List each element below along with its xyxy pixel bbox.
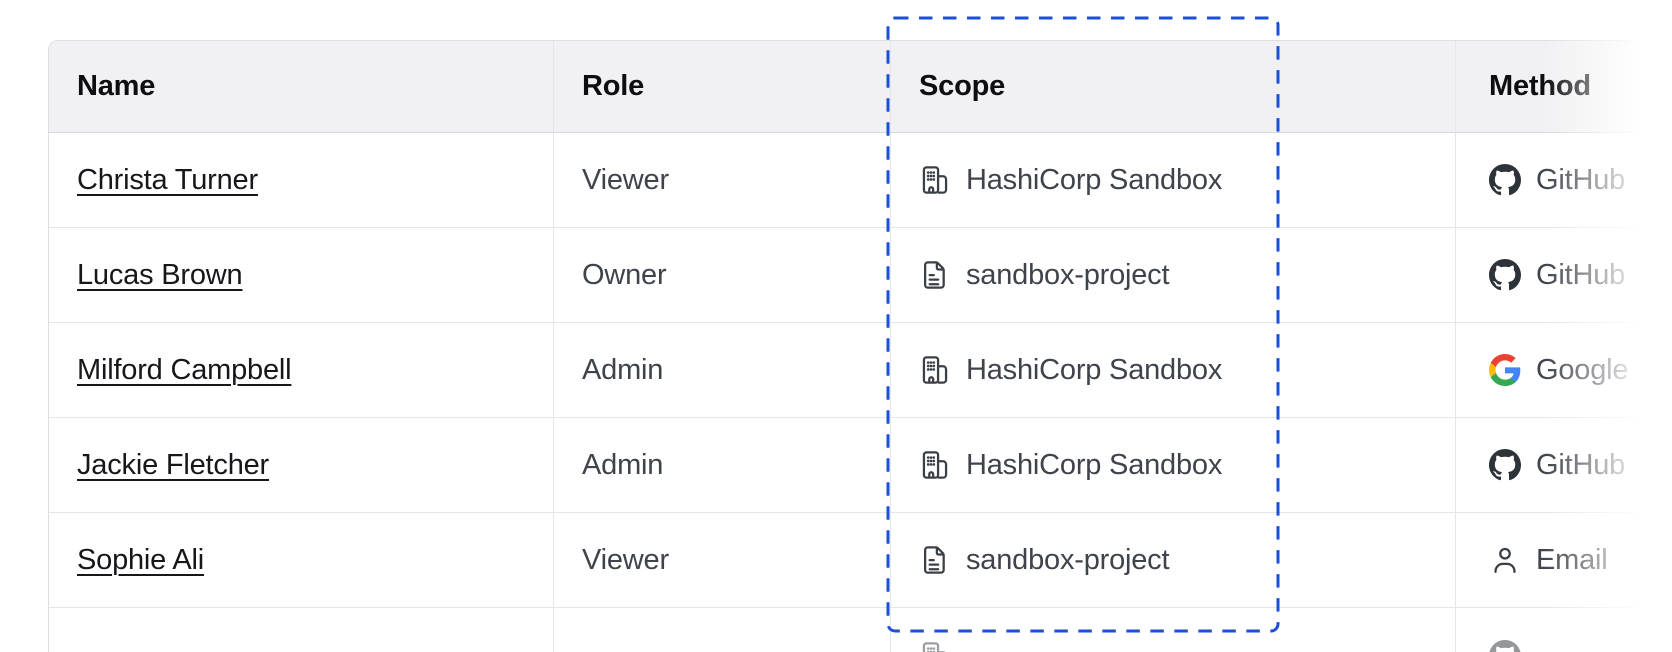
column-header-method: Method [1455, 41, 1672, 132]
table-header-row: Name Role Scope Method [49, 41, 1672, 133]
name-cell [49, 608, 553, 652]
table-row-partial [49, 608, 1672, 652]
scope-cell: HashiCorp Sandbox [890, 323, 1455, 417]
scope-cell: sandbox-project [890, 228, 1455, 322]
method-label: GitHub [1536, 448, 1626, 481]
google-icon [1489, 354, 1521, 386]
method-cell [1455, 608, 1672, 652]
scope-label: HashiCorp Sandbox [966, 163, 1223, 196]
role-text: Owner [582, 258, 667, 291]
role-cell: Admin [553, 418, 890, 512]
organization-icon [919, 640, 951, 652]
role-cell: Viewer [553, 133, 890, 227]
method-cell: Email [1455, 513, 1672, 607]
table-body: Christa Turner Viewer HashiCorp Sandbox … [49, 133, 1672, 652]
users-table: Name Role Scope Method Christa Turner Vi… [48, 40, 1672, 652]
scope-label: sandbox-project [966, 543, 1170, 576]
name-cell: Milford Campbell [49, 323, 553, 417]
method-label: GitHub [1536, 163, 1626, 196]
table-row: Milford Campbell Admin HashiCorp Sandbox… [49, 323, 1672, 418]
table-row: Lucas Brown Owner sandbox-project GitHub [49, 228, 1672, 323]
github-icon [1489, 449, 1521, 481]
github-icon [1489, 639, 1521, 652]
method-label: GitHub [1536, 258, 1626, 291]
role-cell: Admin [553, 323, 890, 417]
role-text: Viewer [582, 543, 669, 576]
role-text: Viewer [582, 163, 669, 196]
person-icon [1489, 544, 1521, 576]
organization-icon [919, 164, 951, 196]
method-label: Google [1536, 353, 1629, 386]
role-cell: Viewer [553, 513, 890, 607]
user-name-link[interactable]: Milford Campbell [77, 353, 292, 386]
user-name-link[interactable]: Christa Turner [77, 163, 258, 196]
name-cell: Sophie Ali [49, 513, 553, 607]
scope-label: HashiCorp Sandbox [966, 353, 1223, 386]
user-name-link[interactable]: Lucas Brown [77, 258, 243, 291]
column-header-name: Name [77, 70, 156, 102]
scope-cell: HashiCorp Sandbox [890, 133, 1455, 227]
user-name-link[interactable]: Sophie Ali [77, 543, 204, 576]
github-icon [1489, 259, 1521, 291]
column-header-scope: Scope [890, 41, 1455, 132]
name-cell: Christa Turner [49, 133, 553, 227]
user-name-link[interactable]: Jackie Fletcher [77, 448, 270, 481]
table-row: Sophie Ali Viewer sandbox-project Email [49, 513, 1672, 608]
method-cell: GitHub [1455, 418, 1672, 512]
method-cell: GitHub [1455, 133, 1672, 227]
organization-icon [919, 354, 951, 386]
column-header-role: Role [553, 41, 890, 132]
scope-cell [890, 608, 1455, 652]
name-cell: Jackie Fletcher [49, 418, 553, 512]
role-cell: Owner [553, 228, 890, 322]
document-icon [919, 544, 951, 576]
github-icon [1489, 164, 1521, 196]
table-row: Christa Turner Viewer HashiCorp Sandbox … [49, 133, 1672, 228]
document-icon [919, 259, 951, 291]
role-cell [553, 608, 890, 652]
role-text: Admin [582, 353, 664, 386]
method-cell: GitHub [1455, 228, 1672, 322]
scope-cell: HashiCorp Sandbox [890, 418, 1455, 512]
table-row: Jackie Fletcher Admin HashiCorp Sandbox … [49, 418, 1672, 513]
role-text: Admin [582, 448, 664, 481]
method-label: Email [1536, 543, 1608, 576]
scope-cell: sandbox-project [890, 513, 1455, 607]
organization-icon [919, 449, 951, 481]
method-cell: Google [1455, 323, 1672, 417]
name-cell: Lucas Brown [49, 228, 553, 322]
scope-label: sandbox-project [966, 258, 1170, 291]
scope-label: HashiCorp Sandbox [966, 448, 1223, 481]
